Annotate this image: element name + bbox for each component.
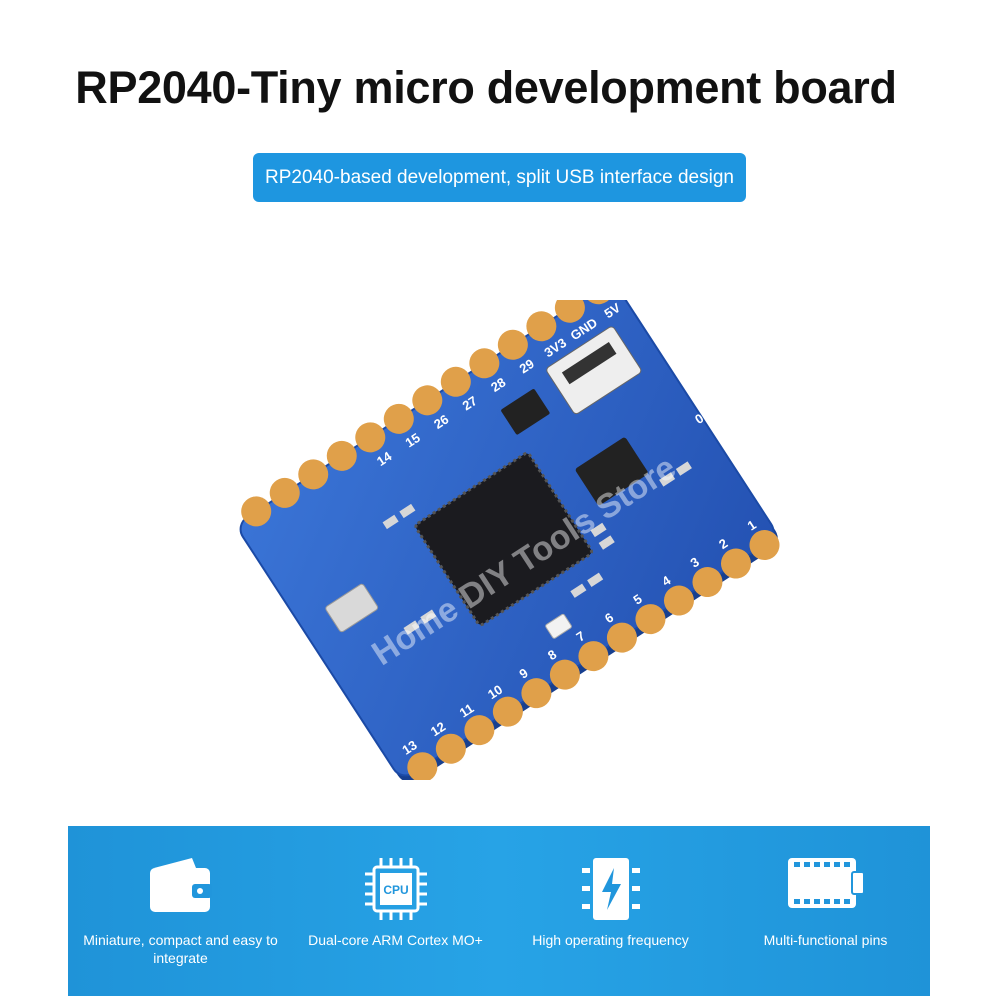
feature-cpu: CPU Dual-core ARM Cortex MO+ (288, 826, 503, 996)
cpu-icon: CPU (363, 856, 429, 927)
board-image: 5V GND 3V3 29 28 27 26 15 14 13 12 11 10… (239, 300, 780, 780)
pin-label-27: 27 (460, 393, 480, 413)
usb-connector (546, 326, 642, 415)
regulator (501, 389, 550, 435)
bottom-pads (407, 529, 780, 780)
feature-compact: Miniature, compact and easy to integrate (73, 826, 288, 996)
pin-label-13: 13 (399, 737, 419, 757)
feature-label: Multi-functional pins (763, 932, 888, 948)
lightning-chip-icon (578, 856, 644, 927)
rp2040-chip (414, 452, 593, 627)
pin-label-15: 15 (403, 430, 423, 450)
page-title: RP2040-Tiny micro development board (75, 62, 897, 113)
pins-icon (786, 856, 866, 917)
feature-label: High operating frequency (532, 932, 689, 948)
flash-chip (575, 437, 648, 505)
pin-label-10: 10 (485, 682, 505, 702)
top-pads (241, 300, 614, 527)
led (545, 613, 572, 639)
feature-pins: Multi-functional pins (718, 826, 933, 996)
subtitle-banner: RP2040-based development, split USB inte… (253, 153, 746, 202)
cpu-icon-text: CPU (383, 883, 408, 897)
feature-label: Miniature, compact and easy to integrate (83, 932, 278, 966)
crystal (325, 583, 379, 633)
pin-label-11: 11 (457, 700, 477, 720)
pin-label-12: 12 (428, 719, 448, 739)
features-band: Miniature, compact and easy to integrate… (68, 826, 930, 996)
feature-frequency: High operating frequency (503, 826, 718, 996)
pin-label-28: 28 (488, 374, 508, 394)
pin-label-26: 26 (431, 411, 451, 431)
pin-label-29: 29 (517, 356, 537, 376)
wallet-icon (148, 856, 214, 921)
feature-label: Dual-core ARM Cortex MO+ (308, 932, 483, 948)
subtitle-text: RP2040-based development, split USB inte… (265, 166, 734, 188)
